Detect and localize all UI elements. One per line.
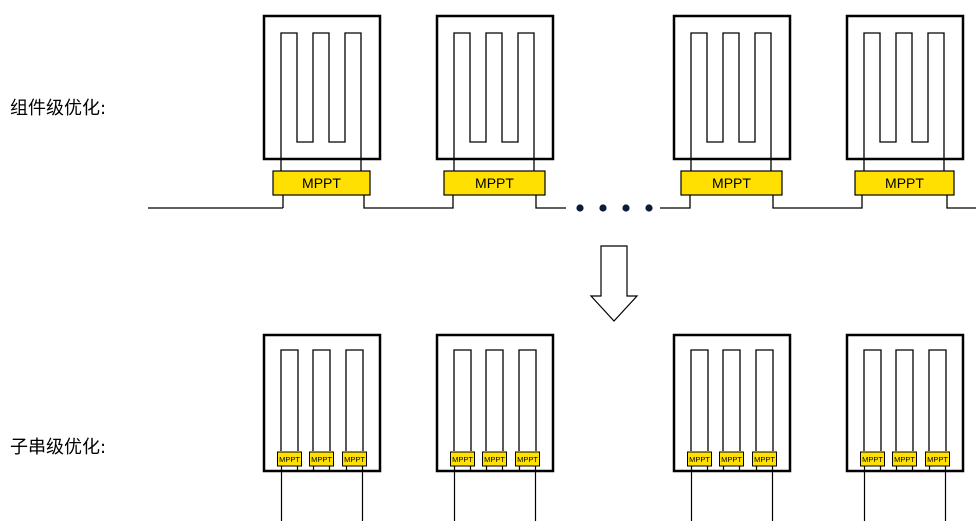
cell-string-column (280, 349, 299, 451)
mppt-label: MPPT (302, 175, 341, 191)
substring-series-link (296, 466, 315, 472)
mppt-box (482, 451, 507, 467)
cell-string-meander (280, 32, 362, 171)
pv-module: MPPT (672, 14, 792, 196)
cell-string-column (453, 349, 472, 451)
mppt-box (752, 451, 777, 467)
cell-string-column (863, 349, 882, 451)
mppt-box (719, 451, 744, 467)
ellipsis-dot (576, 204, 584, 212)
bus-wire-segment (660, 195, 691, 209)
mppt-optimizer: MPPT (272, 170, 371, 196)
mppt-optimizer: MPPT (860, 451, 885, 467)
substring-series-link (501, 466, 521, 472)
mppt-label: MPPT (754, 455, 775, 464)
pv-module-frame (672, 333, 792, 473)
mppt-optimizer: MPPT (854, 170, 955, 196)
pv-module-frame (845, 333, 965, 473)
mppt-box (925, 451, 950, 467)
cell-string-column (895, 349, 914, 451)
mppt-optimizer: MPPT (443, 170, 546, 196)
mppt-box (272, 170, 371, 196)
substring-series-link (879, 466, 898, 472)
pv-module: MPPT MPPT MPPT (845, 333, 965, 521)
mppt-label: MPPT (452, 455, 473, 464)
mppt-label: MPPT (344, 455, 365, 464)
cell-string-column (518, 349, 537, 451)
mppt-optimizer: MPPT (277, 451, 302, 467)
mppt-box (854, 170, 955, 196)
mppt-optimizer: MPPT (752, 451, 777, 467)
mppt-optimizer: MPPT (482, 451, 507, 467)
mppt-box (450, 451, 475, 467)
mppt-label: MPPT (279, 455, 300, 464)
mppt-label: MPPT (475, 175, 514, 191)
ellipsis-dot (622, 204, 630, 212)
bus-wire-segment (772, 195, 863, 209)
mppt-box (342, 451, 367, 467)
mppt-box (892, 451, 917, 467)
mppt-optimizer: MPPT (680, 170, 783, 196)
mppt-optimizer: MPPT (719, 451, 744, 467)
mppt-label: MPPT (721, 455, 742, 464)
mppt-label: MPPT (885, 175, 924, 191)
down-arrow (589, 245, 639, 322)
mppt-box (680, 170, 783, 196)
mppt-label: MPPT (311, 455, 332, 464)
row-label-module-level: 组件级优化: (10, 98, 107, 119)
pv-module: MPPT MPPT MPPT (435, 333, 555, 521)
pv-module: MPPT (262, 14, 382, 196)
mppt-box (309, 451, 334, 467)
cell-string-column (690, 349, 709, 451)
mppt-optimizer: MPPT (687, 451, 712, 467)
mppt-optimizer: MPPT (892, 451, 917, 467)
ellipsis-dot (599, 204, 607, 212)
mppt-box (687, 451, 712, 467)
ellipsis-dot (645, 204, 653, 212)
bus-wire-segment (363, 195, 454, 209)
row-label-substring-level: 子串级优化: (10, 437, 107, 458)
substring-series-link (328, 466, 348, 472)
mppt-label: MPPT (517, 455, 538, 464)
pv-module: MPPT MPPT MPPT (262, 333, 382, 521)
mppt-label: MPPT (862, 455, 883, 464)
cell-string-meander (690, 32, 772, 171)
cell-string-column (928, 349, 947, 451)
mppt-box (443, 170, 546, 196)
cell-string-column (312, 349, 331, 451)
substring-series-link (706, 466, 725, 472)
mppt-box (860, 451, 885, 467)
cell-string-meander (863, 32, 945, 171)
pv-module-frame (435, 333, 555, 473)
mppt-optimizer: MPPT (450, 451, 475, 467)
mppt-label: MPPT (927, 455, 948, 464)
cell-string-column (755, 349, 774, 451)
mppt-label: MPPT (712, 175, 751, 191)
bus-wire-segment (535, 195, 566, 209)
substring-series-link (911, 466, 931, 472)
substring-series-link (738, 466, 758, 472)
substring-series-link (469, 466, 488, 472)
pv-module: MPPT (435, 14, 555, 196)
cell-string-column (722, 349, 741, 451)
cell-string-column (345, 349, 364, 451)
mppt-optimizer: MPPT (309, 451, 334, 467)
pv-module-frame (262, 333, 382, 473)
pv-module: MPPT MPPT MPPT (672, 333, 792, 521)
cell-string-column (485, 349, 504, 451)
mppt-optimizer: MPPT (515, 451, 540, 467)
mppt-optimizer: MPPT (342, 451, 367, 467)
pv-module: MPPT (845, 14, 965, 196)
mppt-box (515, 451, 540, 467)
mppt-box (277, 451, 302, 467)
cell-string-meander (453, 32, 535, 171)
mppt-label: MPPT (689, 455, 710, 464)
bus-wire-right (946, 195, 976, 209)
mppt-optimizer: MPPT (925, 451, 950, 467)
mppt-label: MPPT (484, 455, 505, 464)
mppt-label: MPPT (894, 455, 915, 464)
